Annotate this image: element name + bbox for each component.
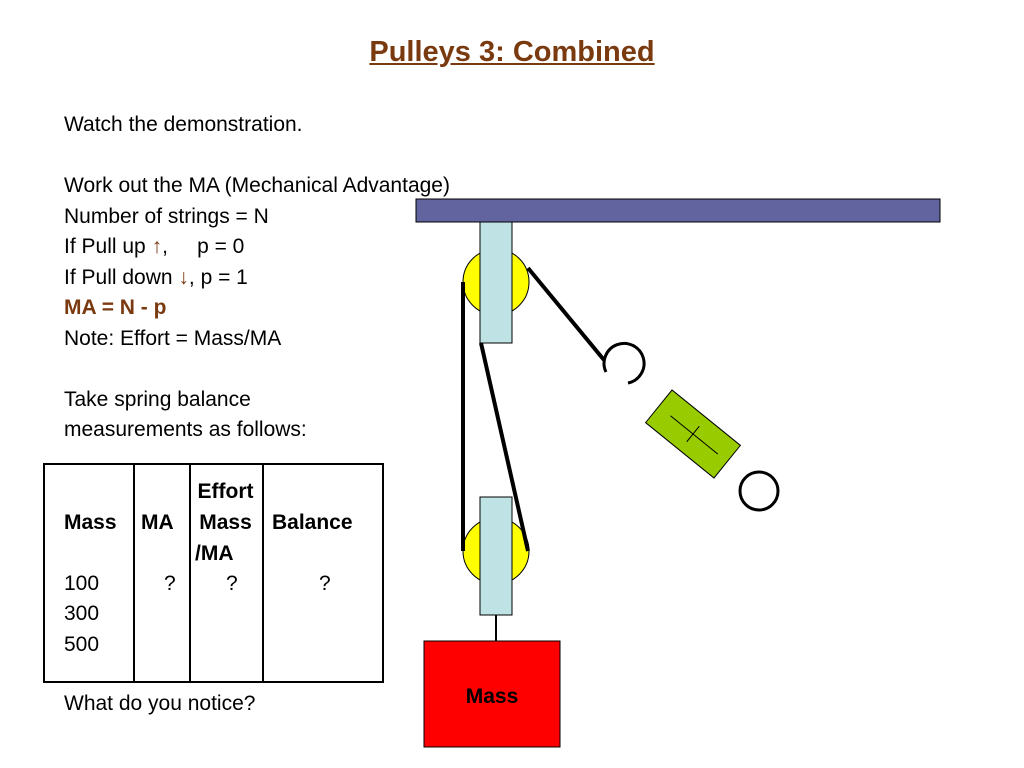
table-divider [189, 465, 191, 681]
measurements-table: Effort Mass MA Mass Balance /MA 100 ? ? … [43, 463, 384, 683]
question: What do you notice? [64, 692, 256, 715]
mass-label: Mass [466, 685, 519, 708]
pull-down-suffix: , p = 1 [188, 265, 248, 289]
instructions: Watch the demonstration. Work out the MA… [64, 110, 450, 446]
instruction-pull-up: If Pull up ↑, p = 0 [64, 232, 450, 263]
pull-up-prefix: If Pull up [64, 235, 152, 258]
table-cell-mass: 100 [64, 572, 100, 595]
pull-down-prefix: If Pull down [64, 265, 179, 289]
instruction-note: Note: Effort = Mass/MA [64, 326, 282, 350]
spring-balance-marker [686, 425, 700, 443]
spring-balance-scale [670, 415, 719, 455]
instruction-take-2: measurements as follows: [64, 418, 307, 441]
instruction-take-1: Take spring balance [64, 387, 251, 411]
ma-formula: MA = N - p [64, 296, 167, 319]
table-cell-ma: ? [164, 572, 176, 595]
table-divider [133, 465, 135, 681]
table-cell-mass: 300 [64, 602, 100, 625]
header-effort-2: Mass [199, 511, 252, 534]
arrow-up-icon: ↑ [151, 235, 163, 258]
pull-up-suffix: , p = 0 [162, 235, 245, 258]
table-cell-mass: 500 [64, 633, 100, 656]
instruction-pull-down: If Pull down ↓, p = 1 [64, 263, 450, 294]
balance-hook [602, 341, 646, 385]
balance-ring [738, 470, 780, 512]
movable-pulley-block [479, 496, 513, 616]
page-title: Pulleys 3: Combined [369, 36, 655, 68]
header-effort-3: /MA [195, 542, 234, 565]
mass-block [423, 640, 561, 748]
table-cell-balance: ? [319, 572, 331, 595]
spring-balance [644, 389, 742, 479]
table-divider [262, 465, 264, 681]
instruction-watch: Watch the demonstration. [64, 113, 303, 136]
header-ma: MA [141, 511, 174, 534]
arrow-down-icon: ↓ [178, 265, 189, 289]
instruction-work-out: Work out the MA (Mechanical Advantage) [64, 174, 450, 197]
header-balance: Balance [272, 511, 353, 534]
fixed-pulley-block [479, 221, 513, 344]
string-middle [479, 342, 530, 552]
table-cell-effort: ? [226, 572, 238, 595]
string-to-balance [526, 266, 606, 362]
instruction-strings: Number of strings = N [64, 204, 269, 228]
ceiling-beam [415, 198, 941, 223]
header-mass: Mass [64, 511, 117, 534]
header-effort-1: Effort [197, 480, 254, 503]
